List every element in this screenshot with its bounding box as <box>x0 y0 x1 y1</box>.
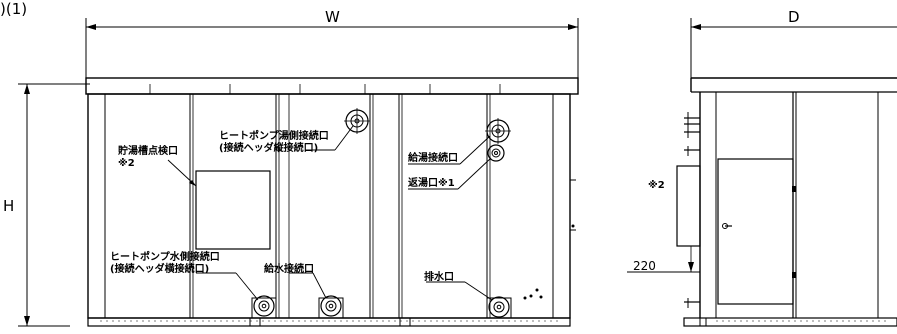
side-base <box>683 317 897 327</box>
hp-water-side-sublabel: (接続ヘッダ横接続口) <box>110 262 209 275</box>
side-door <box>717 158 794 305</box>
hot-supply-connection <box>485 118 511 144</box>
roof <box>85 77 579 95</box>
water-supply-connection <box>318 295 344 319</box>
front-view <box>18 18 579 327</box>
height-label: H <box>3 197 14 215</box>
side-inspection-port <box>676 165 701 247</box>
width-label: W <box>325 8 340 26</box>
hp-water-side-label: ヒートポンプ水側接続口 <box>110 250 220 263</box>
hp-hot-side-label: ヒートポンプ湯側接続口 <box>219 129 329 142</box>
inspection-port-label: 貯湯槽点検口 <box>118 144 178 157</box>
hp-hot-side-sublabel: (接続ヘッダ縦接続口) <box>219 141 318 154</box>
inspection-port-note: ※2 <box>118 157 135 169</box>
hp-water-side-connection <box>251 295 277 319</box>
hp-hot-side-connection <box>344 108 370 134</box>
leader-hot-supply <box>459 135 491 165</box>
figure-title: )(1) <box>0 0 27 18</box>
hot-supply-label: 給湯接続口 <box>408 151 458 164</box>
leader-drain <box>464 281 493 301</box>
leader-hp-water <box>235 272 259 301</box>
side-note-label: ※2 <box>648 179 665 191</box>
drain-connection <box>486 296 512 319</box>
depth-label: D <box>788 8 800 26</box>
leader-water-supply <box>312 272 327 299</box>
drain-label: 排水口 <box>424 270 454 283</box>
return-port <box>487 144 505 162</box>
inspection-port <box>195 170 271 250</box>
side-view <box>627 18 897 327</box>
offset-220-label: 220 <box>633 259 656 273</box>
cabinet-base <box>87 317 571 327</box>
return-port-label: 返湯口※1 <box>408 176 455 189</box>
leader-hp-hot <box>334 125 354 151</box>
water-supply-label: 給水接続口 <box>264 262 314 275</box>
leader-return <box>457 157 492 190</box>
